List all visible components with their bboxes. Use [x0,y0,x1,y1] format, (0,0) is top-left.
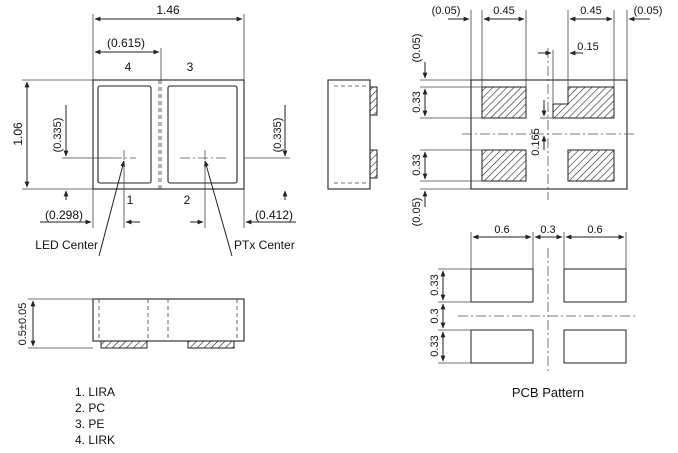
pin-label-1: 1 [127,193,134,207]
pin-label-4: 4 [125,60,132,74]
pad-layout-view: (0.05) 0.45 0.45 (0.05) 0.15 (0.05) 0.33… [411,5,662,226]
dim-pcb-gap-vertical: 0.3 [429,308,441,323]
dim-pad-width-left: 0.45 [493,5,514,17]
dim-total-width: 1.46 [156,3,180,17]
pcb-pad-bottom-right [563,329,627,364]
dim-pcb-gap: 0.3 [540,224,555,236]
dim-pcb-pad-width-left: 0.6 [494,224,509,236]
front-view-terminal-left [100,340,148,349]
dim-edge-right: (0.05) [634,5,663,17]
side-view-terminal-top [369,86,378,116]
pin-legend-item: 3. PE [75,417,104,431]
dim-led-offset-x: (0.298) [45,208,83,222]
pcb-pattern-view: 0.6 0.3 0.6 0.33 0.3 0.33 PCB Pattern [429,224,638,400]
pcb-pattern-caption: PCB Pattern [512,385,584,400]
dim-edge-bottom: (0.05) [411,198,423,227]
pcb-pad-top-left [470,268,534,303]
side-view-terminal-bottom [369,149,378,179]
led-chip-window [97,85,152,184]
dim-pcb-pad-height-top: 0.33 [429,274,441,295]
pin-legend-item: 4. LIRK [75,433,115,447]
dim-inner-gap: 0.15 [577,41,598,53]
pcb-pad-bottom-left [470,329,534,364]
side-view-body [327,79,371,190]
pad-4 [481,86,527,119]
pin-label-3: 3 [187,60,194,74]
pin-label-2: 2 [184,193,191,207]
dim-half-width: (0.615) [107,36,145,50]
pin-legend-item: 1. LIRA [75,385,115,399]
front-view-terminal-right [187,340,235,349]
pad-1 [481,149,527,182]
pad-2 [567,149,615,182]
ptx-center-label: PTx Center [234,238,295,252]
pin-legend-item: 2. PC [75,401,105,415]
front-view: 0.5±0.05 [17,298,245,349]
dim-height: 1.06 [11,122,25,146]
top-view: 1.46 (0.615) 4 3 1 2 1.06 (0.335) (0.335… [11,3,296,257]
dim-led-offset-y: (0.335) [52,118,64,153]
dim-pad-width-right: 0.45 [580,5,601,17]
dim-pcb-pad-height-bottom: 0.33 [429,335,441,356]
led-center-label: LED Center [35,238,98,252]
dim-pad-height-top: 0.33 [411,91,423,112]
dim-edge-left: (0.05) [432,5,461,17]
side-view [327,79,378,190]
dim-pcb-pad-width-right: 0.6 [587,224,602,236]
pcb-pad-top-right [563,268,627,303]
dim-ptx-offset-y: (0.335) [272,118,284,153]
front-view-body [92,298,245,342]
dim-pad-height-bottom: 0.33 [411,154,423,175]
dim-edge-top: (0.05) [411,34,423,63]
dim-thickness: 0.5±0.05 [17,303,29,346]
ptx-chip-window [167,85,238,184]
dim-ptx-offset-x: (0.412) [255,208,293,222]
dim-center-gap: 0.165 [530,128,542,156]
pin-legend: 1. LIRA 2. PC 3. PE 4. LIRK [75,385,115,447]
